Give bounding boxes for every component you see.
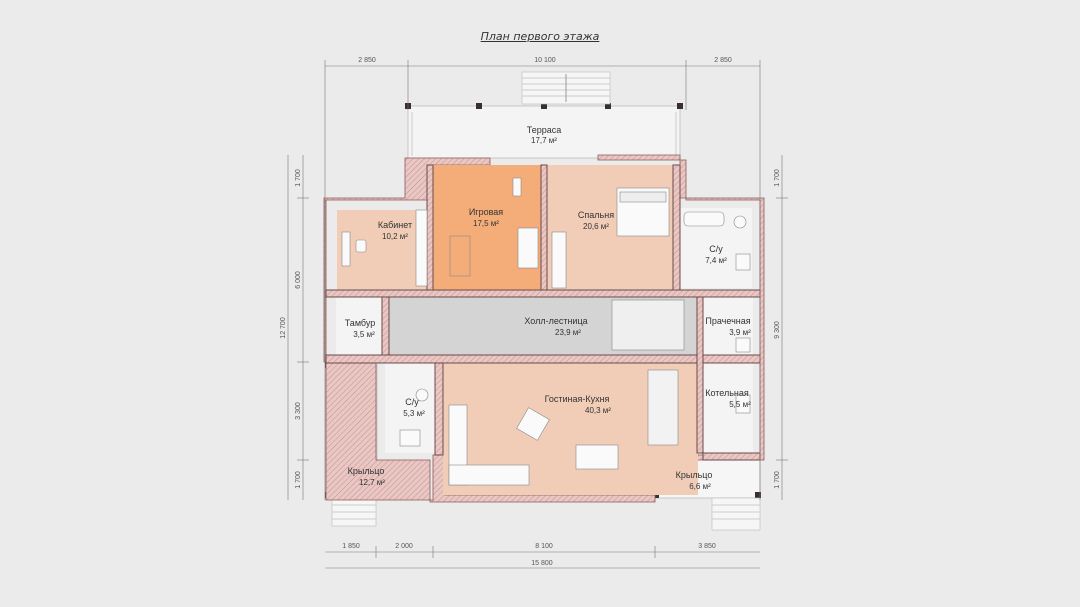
bathtub (683, 211, 725, 227)
porch1-area: 12,7 м² (359, 478, 385, 487)
office-cabinet (415, 209, 428, 287)
toilet-2 (415, 388, 429, 402)
toilet-1 (733, 215, 747, 229)
hall-area: 23,9 м² (555, 328, 581, 337)
vestibule-name: Тамбур (345, 318, 376, 328)
vestibule-area: 3,5 м² (353, 330, 375, 339)
playroom-name: Игровая (469, 207, 503, 217)
office-name: Кабинет (378, 220, 412, 230)
dim-left-3: 3 300 (295, 402, 302, 420)
dimension-labels: 2 850 10 100 2 850 1 850 2 000 8 100 3 8… (280, 57, 781, 567)
porch1-name: Крыльцо (348, 466, 385, 476)
bedroom-wardrobe (551, 231, 567, 289)
playroom-area: 17,5 м² (473, 219, 499, 228)
dim-left-1: 1 700 (295, 169, 302, 187)
dim-bottom-4: 3 850 (698, 543, 716, 550)
play-sofa (517, 227, 539, 269)
sink-1 (735, 253, 751, 271)
sink-2 (399, 429, 421, 447)
terrace (405, 71, 683, 159)
office-chair (355, 239, 367, 253)
bedroom-area: 20,6 м² (583, 222, 609, 231)
dim-bottom-2: 2 000 (395, 543, 413, 550)
kitchen-counter (647, 369, 679, 446)
play-chair (512, 177, 522, 197)
boiler-unit (735, 394, 751, 414)
laundry-name: Прачечная (705, 316, 750, 326)
living-name: Гостиная-Кухня (545, 394, 610, 404)
dim-top-1: 2 850 (358, 57, 376, 64)
dim-left-total: 12 700 (280, 317, 287, 339)
playroom-fill (433, 165, 541, 290)
hall-name: Холл-лестница (524, 316, 587, 326)
laundry-area: 3,9 м² (729, 328, 751, 337)
play-bars (449, 235, 471, 277)
bathroom2-area: 5,3 м² (403, 409, 425, 418)
dim-left-2: 6 000 (295, 271, 302, 289)
washing-machine (735, 337, 751, 353)
dim-left-4: 1 700 (295, 471, 302, 489)
terrace-name: Терраса (527, 125, 562, 135)
armchair (516, 407, 550, 441)
office-desk (341, 231, 351, 267)
dim-bottom-3: 8 100 (535, 543, 553, 550)
staircase (611, 299, 685, 351)
boiler-name: Котельная (705, 388, 749, 398)
sofa-horizontal (448, 464, 530, 486)
dim-top-3: 2 850 (714, 57, 732, 64)
dim-bottom-1: 1 850 (342, 543, 360, 550)
dim-top-2: 10 100 (534, 57, 556, 64)
living-area: 40,3 м² (585, 406, 611, 415)
bathroom1-name: С/у (709, 244, 723, 254)
bedroom-name: Спальня (578, 210, 614, 220)
room-labels: Терраса 17,7 м² Кабинет 10,2 м² Игровая … (345, 125, 751, 491)
furniture (341, 177, 751, 486)
plan-title: План первого этажа (480, 30, 600, 43)
porch2-name: Крыльцо (676, 470, 713, 480)
dim-right-3: 1 700 (774, 471, 781, 489)
dim-right-2: 9 300 (774, 321, 781, 339)
terrace-stairs (521, 71, 611, 105)
terrace-area: 17,7 м² (531, 136, 557, 145)
dining-table (575, 444, 619, 470)
boiler-area: 5,5 м² (729, 400, 751, 409)
bathroom2-name: С/у (405, 397, 419, 407)
dim-bottom-total: 15 800 (531, 560, 553, 567)
exterior-walls (323, 154, 765, 503)
porch2-area: 6,6 м² (689, 482, 711, 491)
dimension-lines (287, 60, 788, 569)
vestibule-fill (336, 297, 382, 355)
office-fill (337, 210, 427, 290)
bathroom1-area: 7,4 м² (705, 256, 727, 265)
office-area: 10,2 м² (382, 232, 408, 241)
dim-right-1: 1 700 (774, 169, 781, 187)
